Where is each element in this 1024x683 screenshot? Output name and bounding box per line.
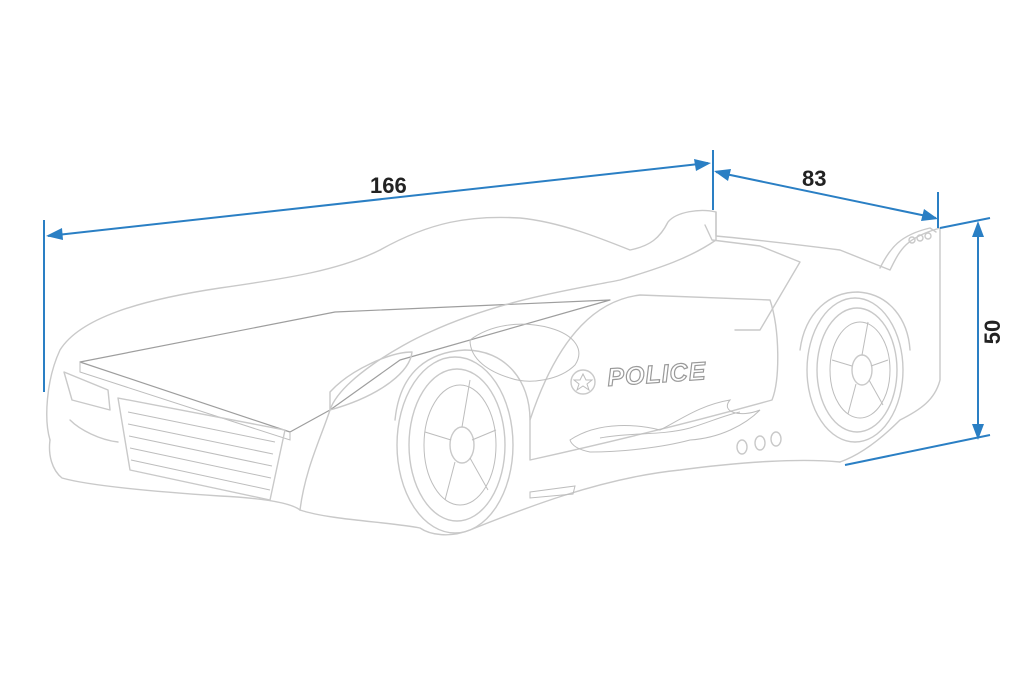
front-wheel bbox=[396, 356, 514, 534]
grille-lines bbox=[127, 411, 276, 491]
length-dimension-line bbox=[47, 162, 709, 237]
rear-wheel-arch bbox=[799, 291, 911, 351]
body-bottom bbox=[299, 459, 841, 536]
flames-inner bbox=[599, 411, 741, 439]
height-dimension: 50 bbox=[844, 217, 1005, 466]
height-extension-bottom bbox=[844, 434, 991, 466]
width-dimension: 83 bbox=[714, 166, 939, 228]
front-grille bbox=[117, 397, 286, 501]
width-label: 83 bbox=[802, 166, 826, 191]
width-arrowhead-left bbox=[714, 169, 731, 181]
flames-decal bbox=[569, 399, 761, 453]
rear-wheel bbox=[806, 297, 904, 443]
rear-body bbox=[715, 211, 941, 463]
rear-spoiler bbox=[879, 227, 937, 269]
rear-headboard bbox=[704, 224, 801, 331]
mascot-decal bbox=[469, 323, 580, 382]
front-nose bbox=[48, 439, 301, 511]
front-wheel-arch bbox=[394, 349, 531, 421]
side-skirt-badge bbox=[529, 485, 576, 499]
mattress bbox=[79, 299, 611, 433]
rear-side-lights bbox=[736, 431, 782, 455]
right-headlight bbox=[329, 351, 413, 411]
height-label: 50 bbox=[980, 320, 1005, 344]
mattress-side bbox=[79, 362, 291, 441]
star-badge bbox=[570, 369, 596, 395]
door-panel bbox=[529, 294, 779, 461]
length-label: 166 bbox=[370, 173, 407, 198]
star-icon bbox=[572, 372, 594, 392]
car-bed-drawing: POLICE bbox=[46, 209, 941, 536]
length-arrowhead-left bbox=[46, 228, 63, 240]
height-arrowhead-top bbox=[972, 221, 984, 237]
front-vent bbox=[69, 419, 119, 443]
police-decal-text: POLICE bbox=[606, 357, 707, 392]
length-dimension: 166 bbox=[43, 150, 714, 392]
back-side-panel bbox=[46, 209, 717, 441]
width-arrowhead-right bbox=[921, 209, 938, 221]
height-extension-top bbox=[939, 217, 991, 229]
width-dimension-line bbox=[715, 171, 937, 219]
height-arrowhead-bottom bbox=[972, 424, 984, 440]
left-headlight bbox=[63, 371, 111, 411]
length-arrowhead-right bbox=[694, 159, 711, 171]
rear-lights bbox=[908, 232, 932, 244]
front-fender bbox=[299, 239, 717, 511]
